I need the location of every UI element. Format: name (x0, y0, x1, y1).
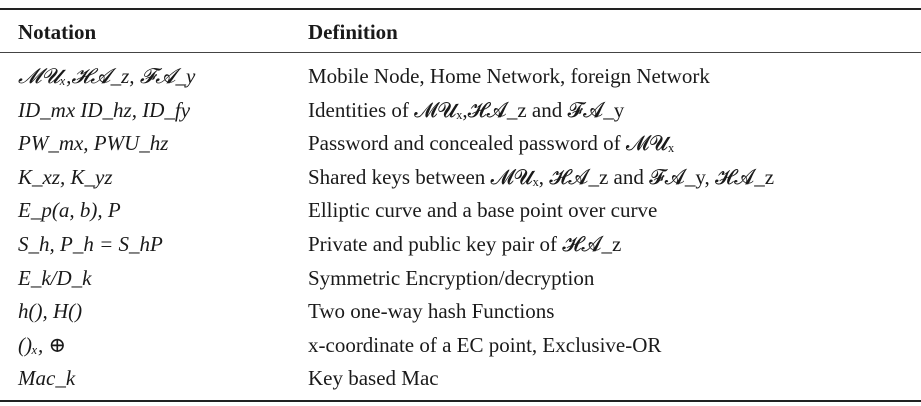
definition-cell: Two one-way hash Functions (308, 299, 555, 324)
notation-cell: S_h, P_h = S_hP (18, 231, 163, 256)
notation-cell: E_k/D_k (18, 265, 92, 290)
definition-cell: x-coordinate of a EC point, Exclusive-OR (308, 332, 662, 357)
header-notation: Notation (18, 20, 97, 44)
table-row: PW_mx, PWU_hz Password and concealed pas… (0, 127, 921, 161)
definition-cell: Key based Mac (308, 366, 439, 391)
definition-cell: Private and public key pair of 𝓗𝓐_z (308, 231, 622, 256)
table-row: ()ₓ, ⊕ x-coordinate of a EC point, Exclu… (0, 329, 921, 363)
table-row: ID_mx ID_hz, ID_fy Identities of 𝓜𝓤ₓ,𝓗𝓐_… (0, 94, 921, 128)
definition-cell: Mobile Node, Home Network, foreign Netwo… (308, 64, 710, 88)
notation-cell: K_xz, K_yz (18, 164, 113, 189)
table-body: 𝓜𝓤ₓ,𝓗𝓐_z, 𝓕𝓐_y Mobile Node, Home Network… (0, 60, 921, 396)
table-header-rule (0, 52, 921, 53)
notation-cell: PW_mx, PWU_hz (18, 131, 169, 156)
table-header-row: Notation Definition (0, 16, 921, 50)
notation-cell: ()ₓ, ⊕ (18, 332, 67, 357)
table-row: S_h, P_h = S_hP Private and public key p… (0, 228, 921, 262)
notation-cell: 𝓜𝓤ₓ,𝓗𝓐_z, 𝓕𝓐_y (18, 64, 196, 88)
definition-cell: Identities of 𝓜𝓤ₓ,𝓗𝓐_z and 𝓕𝓐_y (308, 97, 625, 122)
table-row: 𝓜𝓤ₓ,𝓗𝓐_z, 𝓕𝓐_y Mobile Node, Home Network… (0, 60, 921, 94)
header-definition: Definition (308, 20, 398, 44)
definition-cell: Symmetric Encryption/decryption (308, 265, 595, 290)
definition-cell: Shared keys between 𝓜𝓤ₓ, 𝓗𝓐_z and 𝓕𝓐_y, … (308, 164, 775, 189)
table-bottom-rule (0, 400, 921, 402)
notation-cell: h(), H() (18, 299, 83, 324)
table-row: Mac_k Key based Mac (0, 362, 921, 396)
table-row: h(), H() Two one-way hash Functions (0, 295, 921, 329)
table-row: K_xz, K_yz Shared keys between 𝓜𝓤ₓ, 𝓗𝓐_z… (0, 161, 921, 195)
definition-cell: Elliptic curve and a base point over cur… (308, 198, 658, 223)
table-row: E_k/D_k Symmetric Encryption/decryption (0, 262, 921, 296)
table-row: E_p(a, b), P Elliptic curve and a base p… (0, 194, 921, 228)
definition-cell: Password and concealed password of 𝓜𝓤ₓ (308, 131, 675, 156)
table-top-rule (0, 8, 921, 10)
notation-cell: E_p(a, b), P (18, 198, 121, 223)
notation-cell: ID_mx ID_hz, ID_fy (18, 97, 191, 122)
notation-cell: Mac_k (18, 366, 76, 391)
